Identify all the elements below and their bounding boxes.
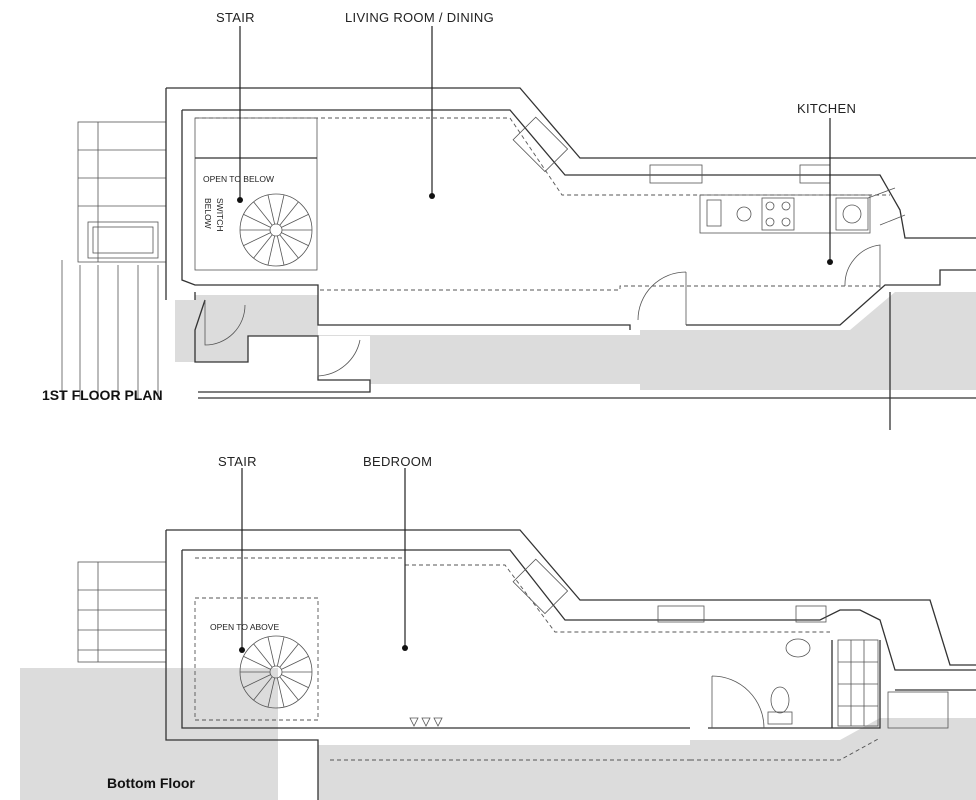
first-floor-door-3 — [637, 271, 687, 325]
stair-tread — [279, 234, 299, 259]
bottom-floor-door — [711, 675, 765, 729]
bottom-floor-shaded-left — [20, 668, 278, 800]
stair-tread — [253, 234, 273, 259]
open-to-below-label: OPEN TO BELOW — [203, 174, 274, 184]
stair-tread — [253, 676, 273, 701]
stair-tread — [243, 232, 271, 246]
first-floor-dashed-outline — [195, 117, 890, 291]
stair-tread — [276, 636, 285, 667]
bottom-floor-plan: STAIR BEDROOM OPEN TO ABOVE Bottom Floor — [20, 454, 976, 800]
stair-tread — [276, 677, 285, 708]
open-to-above-label: OPEN TO ABOVE — [210, 622, 279, 632]
bottom-floor-shaded-area — [318, 718, 976, 800]
stair-tread — [243, 674, 271, 688]
stair-tread — [267, 194, 276, 225]
stair-tread — [267, 235, 276, 266]
first-floor-shaded-area — [175, 292, 976, 390]
bottom-floor-stair-label: STAIR — [218, 454, 257, 469]
stair-tread — [243, 656, 271, 670]
first-floor-entry-steps — [61, 121, 167, 400]
stair-tread — [253, 201, 273, 226]
stair-tread — [276, 194, 285, 225]
stair-tread — [276, 235, 285, 266]
stair-tread — [281, 656, 309, 670]
stair-tread — [279, 676, 299, 701]
bottom-floor-dashed-outline — [194, 557, 881, 761]
first-floor-stair — [194, 117, 318, 271]
bottom-floor-stair — [239, 635, 313, 709]
kitchen-door — [844, 244, 881, 288]
stair-tread — [281, 674, 309, 688]
stair-tread — [267, 677, 276, 708]
bottom-floor-title: Bottom Floor — [107, 775, 195, 791]
first-floor-door-1 — [204, 300, 246, 346]
first-floor-title: 1ST FLOOR PLAN — [42, 387, 163, 403]
stair-tread — [279, 643, 299, 668]
first-floor-outer-wall — [165, 87, 976, 430]
switch-label: SWITCH — [215, 198, 225, 232]
bottom-floor-entry-steps — [77, 561, 167, 663]
below-label: BELOW — [203, 198, 213, 229]
stair-tread — [281, 214, 309, 228]
bedroom-label: BEDROOM — [363, 454, 432, 469]
first-floor-plan: STAIR LIVING ROOM / DINING KITCHEN OPEN … — [42, 10, 976, 430]
stair-tread — [281, 232, 309, 246]
stair-tread — [267, 636, 276, 667]
stair-tread — [279, 201, 299, 226]
stair-tread — [253, 643, 273, 668]
first-floor-door-2 — [317, 336, 361, 377]
kitchen-label: KITCHEN — [797, 101, 856, 116]
stair-tread — [243, 214, 271, 228]
bottom-floor-outer-wall — [165, 529, 976, 800]
living-room-label: LIVING ROOM / DINING — [345, 10, 494, 25]
bathroom — [767, 638, 949, 729]
first-floor-stair-label: STAIR — [216, 10, 255, 25]
